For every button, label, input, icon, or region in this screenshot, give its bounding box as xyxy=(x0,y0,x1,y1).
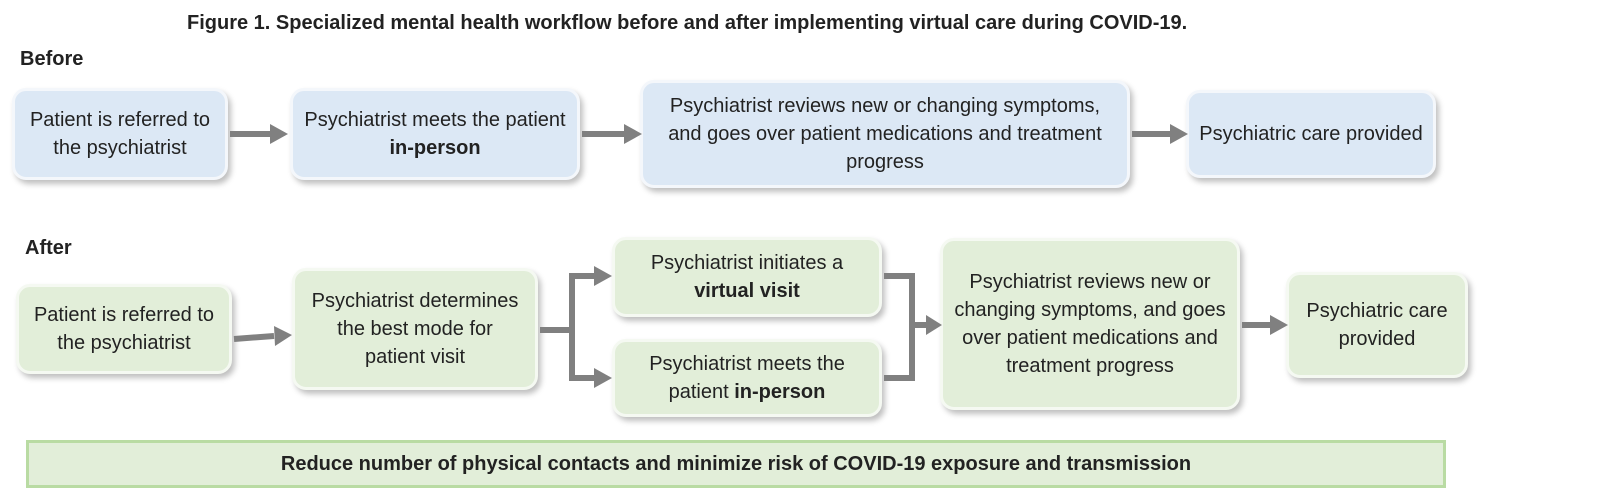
after-arrow-1 xyxy=(233,333,275,342)
before-step-in-person-meeting: Psychiatrist meets the patient in-person xyxy=(290,88,580,180)
after-merge-arrow xyxy=(884,273,915,381)
before-step-review: Psychiatrist reviews new or changing sym… xyxy=(640,80,1130,188)
arrowhead xyxy=(594,266,612,286)
after-label: After xyxy=(25,237,72,259)
after-step-care-provided: Psychiatric care provided xyxy=(1286,272,1468,378)
after-step-in-person: Psychiatrist meets the patient in-person xyxy=(612,339,882,417)
after-step-review: Psychiatrist reviews new or changing sym… xyxy=(940,238,1240,410)
before-step-care-text: Psychiatric care provided xyxy=(1199,123,1423,145)
after-branch-arrow xyxy=(540,273,594,333)
after-step-review-text: Psychiatrist reviews new or changing sym… xyxy=(954,271,1226,377)
arrowhead xyxy=(594,368,612,388)
before-step-care-provided: Psychiatric care provided xyxy=(1186,90,1436,178)
after-step-virtual-visit: Psychiatrist initiates a virtual visit xyxy=(612,237,882,317)
arrowhead xyxy=(270,124,288,144)
summary-banner: Reduce number of physical contacts and m… xyxy=(26,440,1446,488)
after-step-care-text: Psychiatric care provided xyxy=(1306,300,1448,350)
before-label: Before xyxy=(20,48,84,70)
summary-banner-text: Reduce number of physical contacts and m… xyxy=(280,452,1192,475)
after-step-determine-mode: Psychiatrist determines the best mode fo… xyxy=(292,268,538,390)
after-step-virtual-visit-text: Psychiatrist initiates a virtual visit xyxy=(650,252,844,302)
before-step-review-text: Psychiatrist reviews new or changing sym… xyxy=(668,95,1102,173)
arrowhead xyxy=(274,326,292,346)
after-step-referral-text: Patient is referred to the psychiatrist xyxy=(33,304,215,354)
after-step-referral: Patient is referred to the psychiatrist xyxy=(16,284,232,374)
after-branch-arrow-lower xyxy=(569,330,594,381)
before-step-referral-text: Patient is referred to the psychiatrist xyxy=(29,109,211,159)
before-step-in-person-text: Psychiatrist meets the patient in-person xyxy=(304,109,566,159)
after-step-determine-mode-text: Psychiatrist determines the best mode fo… xyxy=(311,290,519,368)
figure-title: Figure 1. Specialized mental health work… xyxy=(187,12,1188,34)
after-step-in-person-text: Psychiatrist meets the patient in-person xyxy=(649,353,845,403)
before-step-referral: Patient is referred to the psychiatrist xyxy=(12,88,228,180)
